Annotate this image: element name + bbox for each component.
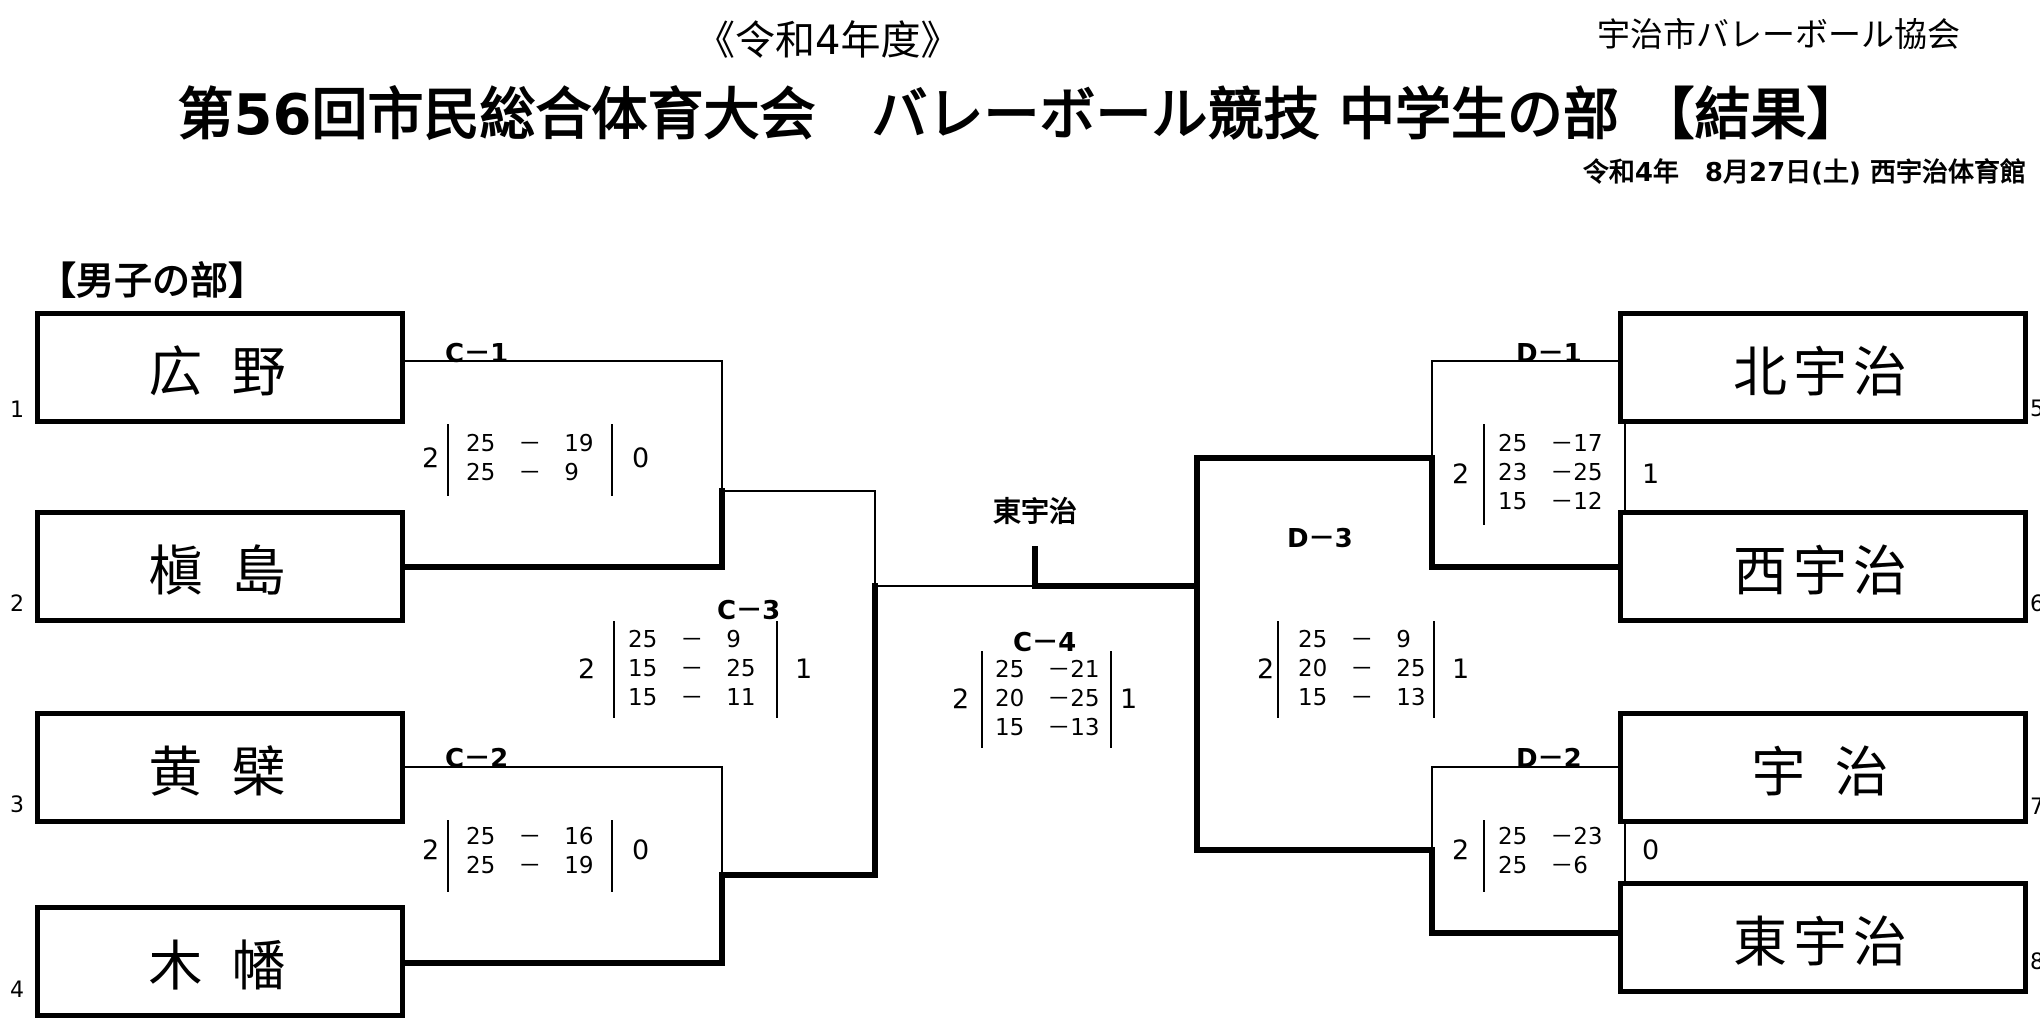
line-c2-top (404, 766, 723, 876)
c3-right-sets: 1 (795, 654, 813, 685)
c1-right-sets: 0 (632, 443, 650, 474)
seed-number: 4 (10, 978, 24, 1003)
section-title: 【男子の部】 (38, 259, 267, 303)
team-box-makishima: 槇 島 (35, 510, 405, 623)
c3-set-score: 25 － 9 (628, 627, 741, 653)
d1-score-bars (1483, 424, 1626, 525)
date-venue: 令和4年 8月27日(土) 西宇治体育館 (1582, 158, 2026, 188)
line-c3-top (721, 490, 876, 587)
c2-set-score: 25 － 16 (466, 824, 594, 850)
c4-right-sets: 1 (1120, 684, 1138, 715)
line-d3-bottom (1194, 583, 1435, 853)
d2-set-score: 25 －6 (1498, 853, 1588, 879)
line-d1-top (1431, 360, 1619, 459)
c3-score-bars (613, 621, 778, 718)
d3-set-score: 25 － 9 (1298, 627, 1411, 653)
match-label-c4: C－4 (1013, 628, 1077, 658)
c2-right-sets: 0 (632, 835, 650, 866)
c4-set-score: 15 －13 (995, 715, 1100, 741)
c4-left-sets: 2 (952, 684, 970, 715)
c2-score-bars (447, 820, 613, 892)
page-title: 第56回市民総合体育大会 バレーボール競技 中学生の部 【結果】 (177, 83, 1863, 148)
d1-left-sets: 2 (1452, 459, 1470, 490)
team-name: 槇 島 (148, 540, 292, 603)
d3-score-bars (1277, 621, 1435, 718)
line-c1-top (404, 360, 723, 492)
team-name: 西宇治 (1733, 540, 1913, 603)
team-box-kita-uji: 北宇治 (1618, 311, 2028, 424)
seed-number: 1 (10, 398, 24, 423)
c3-set-score: 15 － 25 (628, 656, 756, 682)
seed-number: 6 (2030, 592, 2040, 617)
d2-right-sets: 0 (1642, 835, 1660, 866)
d3-left-sets: 2 (1257, 654, 1275, 685)
seed-number: 8 (2030, 950, 2040, 975)
team-name: 北宇治 (1733, 341, 1913, 404)
seed-number: 2 (10, 592, 24, 617)
d2-left-sets: 2 (1452, 835, 1470, 866)
d1-set-score: 15 －12 (1498, 489, 1603, 515)
team-name: 東宇治 (1733, 911, 1913, 974)
seed-number: 3 (10, 793, 24, 818)
c4-set-score: 25 －21 (995, 657, 1100, 683)
match-label-d2: D－2 (1516, 744, 1582, 774)
seed-number: 7 (2030, 795, 2040, 820)
c4-score-bars (981, 651, 1112, 748)
team-name: 宇 治 (1751, 741, 1895, 804)
line-c1-winner (402, 488, 725, 570)
line-c3-winner (719, 583, 878, 878)
c4-set-score: 20 －25 (995, 686, 1100, 712)
association-name: 宇治市バレーボール協会 (1597, 15, 1960, 54)
match-label-c2: C－2 (445, 744, 509, 774)
c2-set-score: 25 － 19 (466, 853, 594, 879)
d1-set-score: 23 －25 (1498, 460, 1603, 486)
line-d3-top (1194, 455, 1435, 589)
c3-set-score: 15 － 11 (628, 685, 756, 711)
c3-left-sets: 2 (578, 654, 596, 685)
d3-set-score: 15 － 13 (1298, 685, 1426, 711)
team-box-higashi-uji: 東宇治 (1618, 881, 2028, 994)
line-d1-winner (1429, 455, 1621, 570)
team-box-kohata: 木 幡 (35, 905, 405, 1018)
team-name: 木 幡 (148, 935, 292, 998)
team-name: 広 野 (148, 341, 292, 404)
line-d2-winner (1429, 847, 1621, 936)
seed-number: 5 (2030, 397, 2040, 422)
d1-set-score: 25 －17 (1498, 431, 1603, 457)
fiscal-year-label: 《令和4年度》 (695, 18, 961, 64)
d3-set-score: 20 － 25 (1298, 656, 1426, 682)
c1-score-bars (447, 424, 613, 496)
team-name: 黄 檗 (148, 741, 292, 804)
line-c2-winner (402, 872, 725, 966)
c1-left-sets: 2 (422, 443, 440, 474)
d2-score-bars (1483, 820, 1626, 892)
champion-name: 東宇治 (993, 495, 1078, 528)
match-label-d1: D－1 (1516, 339, 1582, 369)
d1-right-sets: 1 (1642, 459, 1660, 490)
d2-set-score: 25 －23 (1498, 824, 1603, 850)
match-label-c3: C－3 (717, 596, 781, 626)
team-box-uji: 宇 治 (1618, 711, 2028, 824)
match-label-d3: D－3 (1287, 524, 1353, 554)
c1-set-score: 25 － 9 (466, 460, 579, 486)
d3-right-sets: 1 (1452, 654, 1470, 685)
c2-left-sets: 2 (422, 835, 440, 866)
team-box-obaku: 黄 檗 (35, 711, 405, 824)
team-box-hirono: 広 野 (35, 311, 405, 424)
c1-set-score: 25 － 19 (466, 431, 594, 457)
team-box-nishi-uji: 西宇治 (1618, 510, 2028, 623)
line-d2-top (1431, 766, 1619, 851)
match-label-c1: C－1 (445, 339, 509, 369)
